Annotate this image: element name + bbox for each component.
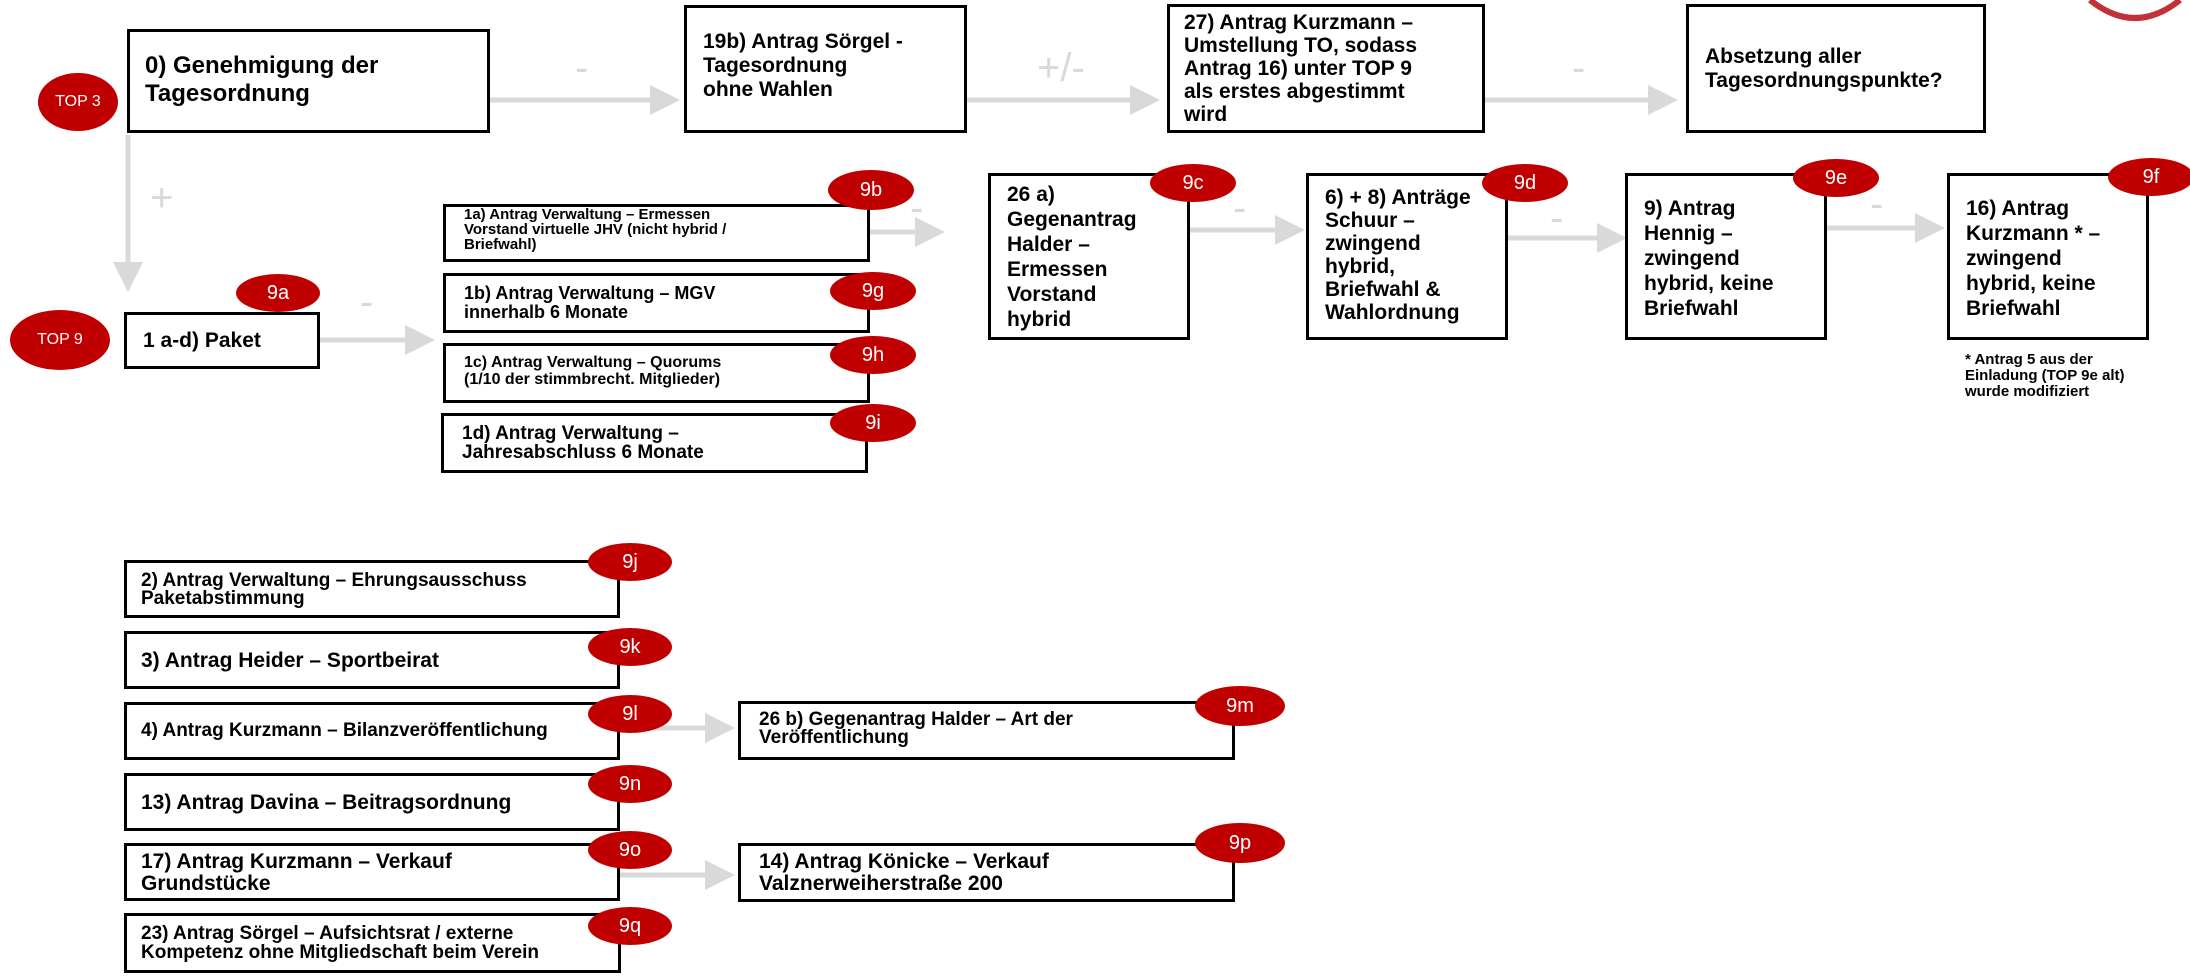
node-19b-soergel: 19b) Antrag Sörgel - Tagesordnung ohne W… [684, 5, 967, 133]
node-13-beitragsordnung: 13) Antrag Davina – Beitragsordnung [124, 773, 620, 831]
node-1a-verwaltung: 1a) Antrag Verwaltung – Ermessen Vorstan… [443, 204, 870, 262]
badge-9n: 9n [588, 765, 672, 803]
node-1c-verwaltung: 1c) Antrag Verwaltung – Quorums (1/10 de… [443, 343, 870, 403]
badge-9f: 9f [2108, 158, 2190, 196]
badge-9c: 9c [1150, 164, 1236, 202]
node-27-kurzmann: 27) Antrag Kurzmann – Umstellung TO, sod… [1167, 4, 1485, 133]
node-4-bilanzveroeffentlichung: 4) Antrag Kurzmann – Bilanzveröffentlich… [124, 702, 620, 760]
edge-label-27-abs: - [1572, 46, 1586, 90]
node-17-kurzmann: 17) Antrag Kurzmann – Verkauf Grundstück… [124, 843, 620, 901]
node-16-kurzmann: 16) Antrag Kurzmann * – zwingend hybrid,… [1947, 173, 2149, 340]
badge-9q: 9q [588, 907, 672, 945]
edge-label-19b-27: +/- [1037, 46, 1085, 90]
node-2-ehrungsausschuss: 2) Antrag Verwaltung – Ehrungsausschuss … [124, 560, 620, 618]
node-genehmigung-tagesordnung: 0) Genehmigung der Tagesordnung [127, 29, 490, 133]
node-absetzung: Absetzung aller Tagesordnungspunkte? [1686, 4, 1986, 133]
badge-9j: 9j [588, 543, 672, 581]
top3-marker: TOP 3 [38, 73, 118, 131]
edge-label-0-19b: - [575, 46, 589, 90]
node-paket-1a-1d: 1 a-d) Paket [124, 312, 320, 369]
badge-9o: 9o [588, 831, 672, 869]
node-3-sportbeirat: 3) Antrag Heider – Sportbeirat [124, 631, 620, 689]
badge-9l: 9l [588, 695, 672, 733]
edge-label-26a-6: - [1233, 186, 1247, 230]
edge-label-9-16: - [1870, 182, 1884, 226]
footnote-antrag-5: * Antrag 5 aus der Einladung (TOP 9e alt… [1965, 351, 2125, 400]
node-1d-verwaltung: 1d) Antrag Verwaltung – Jahresabschluss … [441, 413, 868, 473]
top9-marker: TOP 9 [10, 310, 110, 370]
badge-9g: 9g [830, 272, 916, 310]
node-26b-halder: 26 b) Gegenantrag Halder – Art der Veröf… [738, 701, 1235, 760]
badge-9m: 9m [1195, 686, 1285, 726]
badge-9p: 9p [1195, 823, 1285, 863]
edge-label-6-9: - [1550, 196, 1564, 240]
badge-9h: 9h [830, 336, 916, 374]
edge-label-1a-26a: - [910, 186, 924, 230]
edge-label-paket-1: - [360, 280, 374, 324]
badge-9i: 9i [830, 404, 916, 442]
node-9-hennig: 9) Antrag Hennig – zwingend hybrid, kein… [1625, 173, 1827, 340]
node-26a-halder: 26 a) Gegenantrag Halder – Ermessen Vors… [988, 173, 1190, 340]
badge-9b: 9b [828, 170, 914, 210]
edge-label-0-paket: + [150, 176, 174, 220]
node-6-8-schuur: 6) + 8) Anträge Schuur – zwingend hybrid… [1306, 173, 1508, 340]
badge-9d: 9d [1482, 164, 1568, 202]
badge-9a: 9a [236, 274, 320, 312]
badge-9e: 9e [1793, 159, 1879, 197]
badge-9k: 9k [588, 628, 672, 666]
node-14-koenicke: 14) Antrag Könicke – Verkauf Valznerweih… [738, 843, 1235, 902]
club-logo [2088, 0, 2182, 21]
node-1b-verwaltung: 1b) Antrag Verwaltung – MGV innerhalb 6 … [443, 273, 870, 333]
node-23-soergel: 23) Antrag Sörgel – Aufsichtsrat / exter… [124, 913, 621, 973]
